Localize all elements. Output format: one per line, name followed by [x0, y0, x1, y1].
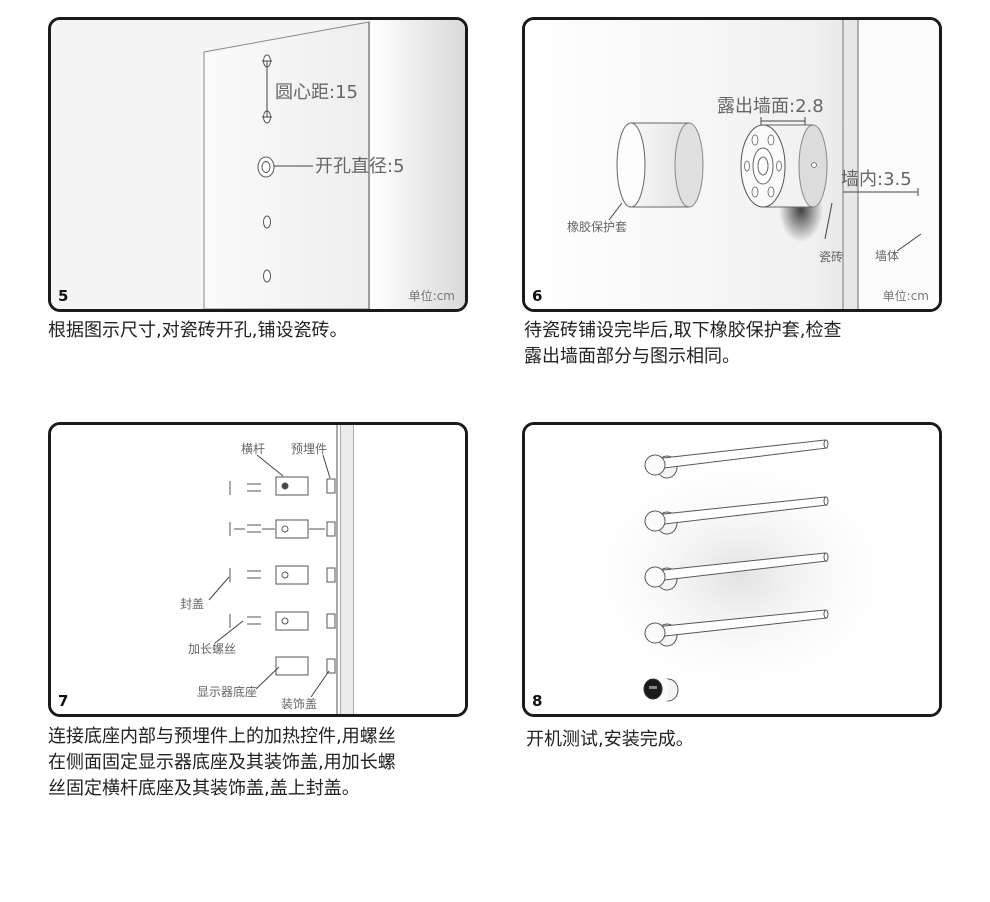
bar-rows: [229, 476, 336, 676]
tile-label: 瓷砖: [819, 250, 844, 264]
cap-label: 封盖: [180, 597, 205, 611]
exposed-length-label: 露出墙面:2.8: [717, 96, 824, 117]
caption-line: 丝固定横杆底座及其装饰盖,盖上封盖。: [48, 778, 360, 799]
embedded-part-label: 预埋件: [291, 442, 328, 456]
caption-line: 露出墙面部分与图示相同。: [524, 346, 740, 367]
long-screw-label: 加长螺丝: [188, 642, 237, 656]
step-5-caption: 根据图示尺寸,对瓷砖开孔,铺设瓷砖。: [48, 318, 478, 344]
caption-line: 待瓷砖铺设完毕后,取下橡胶保护套,检查: [524, 320, 842, 341]
unit-label: 单位:cm: [882, 289, 929, 303]
hole-diameter-label: 开孔直径:5: [315, 156, 405, 177]
towel-bars: [643, 439, 829, 702]
step-5-illustration: [51, 20, 465, 309]
rubber-sleeve-shape: [616, 122, 704, 208]
step-number: 8: [532, 692, 543, 710]
bar-label: 横杆: [241, 442, 266, 456]
step-7-illustration: [51, 425, 465, 714]
step-8-illustration: [525, 425, 939, 714]
caption-line: 在侧面固定显示器底座及其装饰盖,用加长螺: [48, 752, 396, 773]
caption-line: 根据图示尺寸,对瓷砖开孔,铺设瓷砖。: [48, 320, 348, 341]
decor-cover-label: 装饰盖: [281, 697, 318, 711]
caption-line: 开机测试,安装完成。: [526, 729, 694, 750]
embedded-base-shape: [740, 124, 828, 208]
step-number: 7: [58, 692, 69, 710]
step-7-panel: 横杆 预埋件 封盖 加长螺丝 显示器底座 装饰盖 7: [48, 422, 468, 717]
step-number: 6: [532, 287, 543, 305]
step-6-caption: 待瓷砖铺设完毕后,取下橡胶保护套,检查 露出墙面部分与图示相同。: [524, 318, 964, 370]
step-6-illustration: [525, 20, 939, 309]
hole-spacing-label: 圆心距:15: [275, 82, 358, 103]
step-8-panel: 8: [522, 422, 942, 717]
caption-line: 连接底座内部与预埋件上的加热控件,用螺丝: [48, 726, 396, 747]
step-6-panel: 露出墙面:2.8 墙内:3.5 橡胶保护套 瓷砖 墙体 6 单位:cm: [522, 17, 942, 312]
display-base-label: 显示器底座: [197, 685, 258, 699]
step-number: 5: [58, 287, 69, 305]
step-8-caption: 开机测试,安装完成。: [526, 727, 946, 753]
rubber-sleeve-label: 橡胶保护套: [567, 220, 628, 234]
step-7-caption: 连接底座内部与预埋件上的加热控件,用螺丝 在侧面固定显示器底座及其装饰盖,用加长…: [48, 724, 488, 802]
unit-label: 单位:cm: [408, 289, 455, 303]
step-5-panel: 圆心距:15 开孔直径:5 5 单位:cm: [48, 17, 468, 312]
in-wall-length-label: 墙内:3.5: [841, 169, 912, 190]
wall-label: 墙体: [875, 249, 900, 263]
